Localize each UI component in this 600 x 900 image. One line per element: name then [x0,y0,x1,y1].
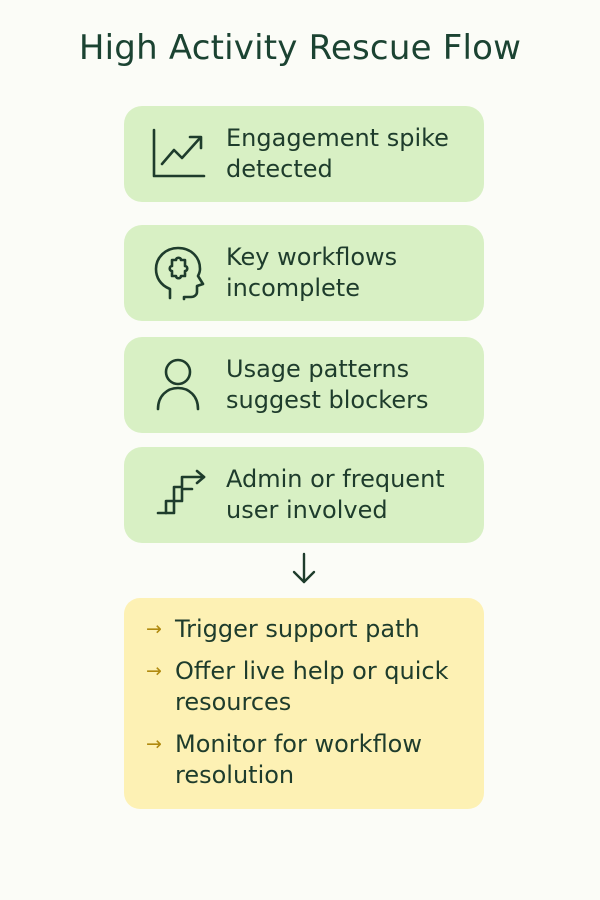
action-label: Monitor for workflow resolution [175,730,422,789]
action-label: Offer live help or quick resources [175,657,449,716]
diagram-title: High Activity Rescue Flow [78,28,522,68]
step-label: Key workflows incomplete [226,243,398,302]
action-item: → Monitor for workflow resolution [124,729,484,791]
arrow-right-icon: → [146,618,162,640]
step-label: Admin or frequent user involved [226,465,445,524]
actions-box: → Trigger support path → Offer live help… [124,598,484,809]
arrow-right-icon: → [146,660,162,682]
stairs-arrow-icon [148,465,208,525]
arrow-right-icon: → [146,733,162,755]
trend-up-chart-icon [148,124,208,184]
arrow-down-icon [284,548,324,588]
action-item: → Offer live help or quick resources [124,656,484,718]
action-item: → Trigger support path [124,614,484,645]
head-puzzle-icon [148,243,208,303]
step-usage-patterns: Usage patterns suggest blockers [124,337,484,433]
action-label: Trigger support path [175,615,420,643]
step-admin-involved: Admin or frequent user involved [124,447,484,543]
step-workflows-incomplete: Key workflows incomplete [124,225,484,321]
user-icon [148,355,208,415]
step-label: Usage patterns suggest blockers [226,355,429,414]
step-label: Engagement spike detected [226,124,449,183]
step-engagement-spike: Engagement spike detected [124,106,484,202]
